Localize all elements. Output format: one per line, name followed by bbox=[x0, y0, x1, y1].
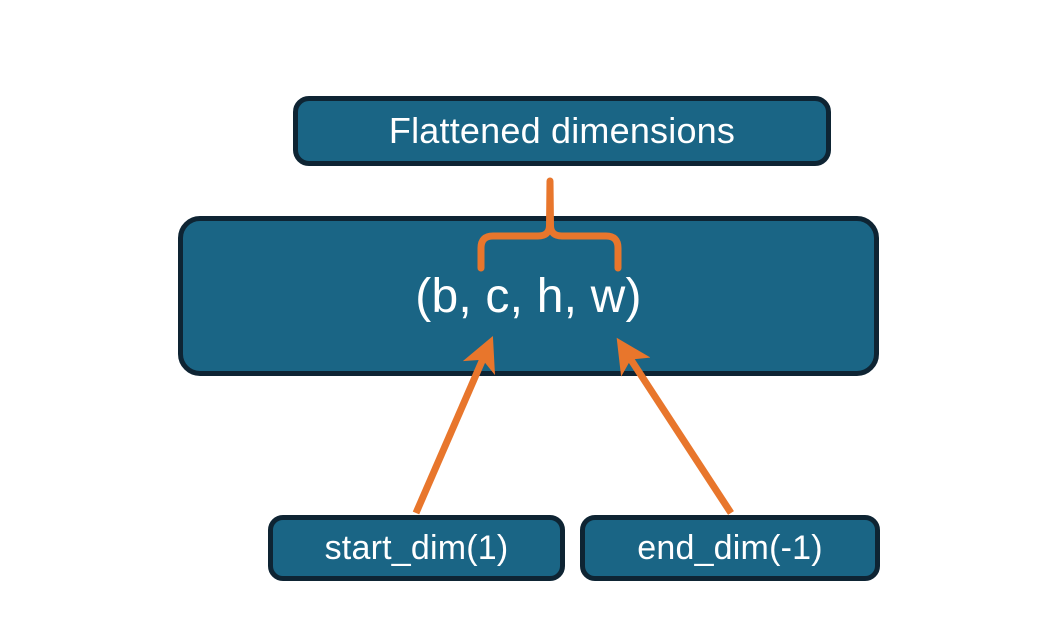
tensor-shape-box: (b, c, h, w) bbox=[178, 216, 879, 376]
start-dim-arrow bbox=[412, 336, 496, 515]
end-dim-arrow bbox=[616, 337, 734, 515]
start-dim-box: start_dim(1) bbox=[268, 515, 565, 581]
tensor-shape-label: (b, c, h, w) bbox=[415, 270, 642, 323]
flattened-range-brace bbox=[477, 177, 622, 272]
flattened-dimensions-label: Flattened dimensions bbox=[388, 110, 736, 151]
end-dim-label: end_dim(-1) bbox=[637, 528, 823, 567]
end-dim-box: end_dim(-1) bbox=[580, 515, 880, 581]
flattened-dimensions-box: Flattened dimensions bbox=[293, 96, 831, 166]
start-dim-label: start_dim(1) bbox=[324, 528, 509, 567]
